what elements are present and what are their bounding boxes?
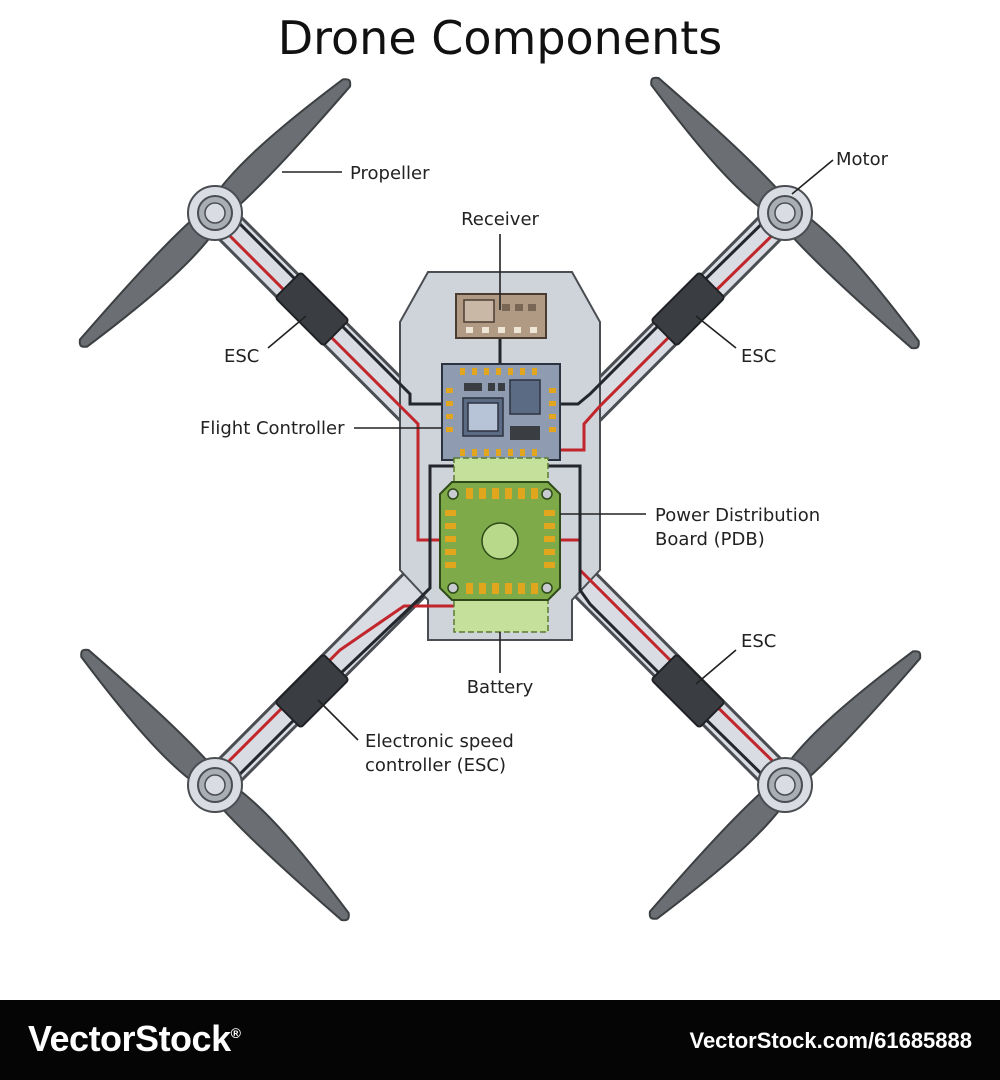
esc-top-right xyxy=(651,272,725,346)
esc-bottom-left xyxy=(275,654,349,728)
pdb-board xyxy=(439,481,561,601)
label-esc-top-left: ESC xyxy=(224,346,259,367)
motor-bottom-right xyxy=(757,757,813,813)
motor-bottom-left xyxy=(187,757,243,813)
image-reference: VectorStock.com/61685888 xyxy=(689,1028,972,1053)
label-pdb-line1: Power Distribution xyxy=(655,505,820,526)
brand-text: VectorStock xyxy=(28,1018,231,1059)
motors xyxy=(187,185,813,813)
label-battery: Battery xyxy=(467,677,534,698)
label-flight-controller: Flight Controller xyxy=(200,418,345,439)
flight-controller-board xyxy=(441,363,561,461)
label-motor: Motor xyxy=(836,149,889,170)
registered-mark: ® xyxy=(230,1025,241,1041)
receiver-module xyxy=(455,293,547,339)
vectorstock-logo: VectorStock® xyxy=(28,1018,241,1060)
label-esc-full-line1: Electronic speed xyxy=(365,731,514,752)
watermark-footer: VectorStock® VectorStock.com/61685888 xyxy=(0,1000,1000,1080)
label-pdb-line2: Board (PDB) xyxy=(655,529,765,550)
label-propeller: Propeller xyxy=(350,163,430,184)
leader-lines xyxy=(267,159,834,741)
motor-top-right xyxy=(757,185,813,241)
motor-top-left xyxy=(187,185,243,241)
label-receiver: Receiver xyxy=(461,209,539,230)
label-esc-right-bottom: ESC xyxy=(741,631,776,652)
drone-diagram: Drone Components xyxy=(78,11,922,922)
esc-bottom-right xyxy=(651,654,725,728)
page-title: Drone Components xyxy=(278,11,723,65)
esc-modules xyxy=(275,272,725,728)
propeller-blades xyxy=(78,76,922,922)
label-esc-full-line2: controller (ESC) xyxy=(365,755,506,776)
label-esc-top-right: ESC xyxy=(741,346,776,367)
